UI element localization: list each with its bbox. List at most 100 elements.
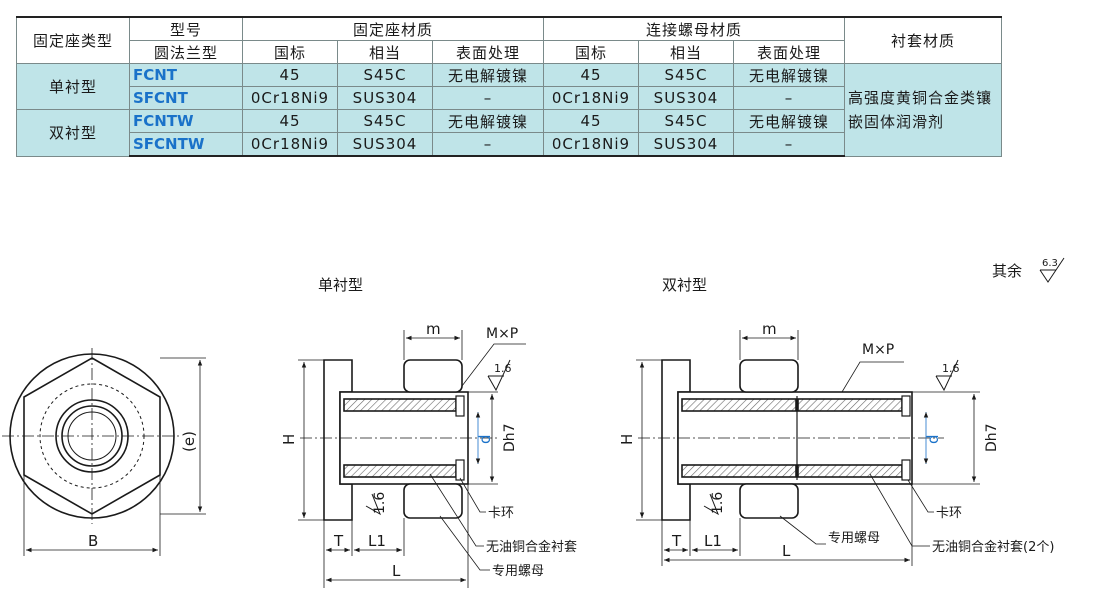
dim-m-label: m bbox=[762, 320, 777, 338]
dim-L-label: L bbox=[782, 542, 791, 560]
dim-Dh7-label: Dh7 bbox=[984, 423, 1000, 452]
roughness-local-value: 1.6 bbox=[372, 492, 388, 514]
dim-MP-label: M×P bbox=[486, 326, 518, 342]
dim-e-label: (e) bbox=[180, 431, 198, 452]
leader-clip bbox=[907, 479, 934, 513]
model-cell: SFCNT bbox=[129, 86, 243, 110]
dim-L1-label: L1 bbox=[704, 532, 722, 550]
dim-d-label: d bbox=[924, 434, 942, 444]
dim-H-label: H bbox=[618, 434, 636, 445]
technical-drawings: 其余 6.3 单衬型 双衬型 B (e) bbox=[2, 257, 1065, 588]
seat-equiv-cell: SUS304 bbox=[337, 86, 433, 110]
model-cell: FCNTW bbox=[129, 109, 243, 133]
single-section-view bbox=[300, 359, 500, 521]
header-sleeve-material: 衬套材质 bbox=[844, 16, 1002, 64]
seat-surface-cell: 无电解镀镍 bbox=[432, 63, 544, 87]
nut-equiv-cell: S45C bbox=[638, 63, 734, 87]
nut-top bbox=[403, 359, 463, 393]
roughness-local-icon bbox=[935, 359, 959, 392]
header-model: 型号 bbox=[129, 16, 243, 41]
nut-surface-cell: – bbox=[733, 132, 845, 157]
sleeve-bottom bbox=[343, 464, 457, 478]
group-single: 单衬型 bbox=[16, 63, 130, 110]
label-clip: 卡环 bbox=[936, 506, 962, 521]
sleeve-top-1 bbox=[681, 398, 797, 412]
single-title: 单衬型 bbox=[318, 276, 363, 294]
dim-L-label: L bbox=[392, 562, 401, 580]
roughness-local-icon bbox=[487, 359, 511, 392]
nut-surface-cell: – bbox=[733, 86, 845, 110]
material-spec-table: 固定座类型 型号 固定座材质 连接螺母材质 衬套材质 圆法兰型 国标 相当 表面… bbox=[16, 16, 1002, 157]
nut-equiv-cell: SUS304 bbox=[638, 86, 734, 110]
subheader-seat-equiv: 相当 bbox=[337, 40, 433, 64]
table-row: 双衬型 FCNTW 45 S45C 无电解镀镍 45 S45C 无电解镀镍 bbox=[16, 109, 1002, 157]
nut-equiv-cell: SUS304 bbox=[638, 132, 734, 157]
leader-sleeve bbox=[429, 473, 484, 547]
leader-sleeve bbox=[869, 473, 930, 547]
roughness-local-value: 1.6 bbox=[710, 492, 726, 514]
dim-MP-label: M×P bbox=[862, 342, 894, 358]
seat-equiv-cell: S45C bbox=[337, 109, 433, 133]
label-nut: 专用螺母 bbox=[828, 531, 880, 546]
roughness-local-icon bbox=[365, 493, 381, 516]
header-seat-type: 固定座类型 bbox=[16, 16, 130, 64]
dim-Dh7-label: Dh7 bbox=[502, 423, 518, 452]
leader-clip bbox=[459, 477, 486, 513]
label-sleeve: 无油铜合金衬套 bbox=[486, 539, 577, 555]
header-nut-material: 连接螺母材质 bbox=[543, 16, 845, 41]
seat-std-cell: 0Cr18Ni9 bbox=[242, 86, 338, 110]
nut-top bbox=[739, 359, 799, 393]
label-sleeve-double: 无油铜合金衬套(2个) bbox=[932, 539, 1054, 555]
seat-equiv-cell: SUS304 bbox=[337, 132, 433, 157]
double-title: 双衬型 bbox=[662, 276, 707, 294]
seat-std-cell: 45 bbox=[242, 63, 338, 87]
sleeve-bottom-1 bbox=[681, 464, 797, 478]
dim-T-label: T bbox=[333, 532, 344, 550]
seat-std-cell: 0Cr18Ni9 bbox=[242, 132, 338, 157]
roughness-local-icon bbox=[703, 493, 719, 516]
sleeve-material-cell: 高强度黄铜合金类镶嵌固体润滑剂 bbox=[844, 63, 1002, 157]
nut-bottom bbox=[739, 483, 799, 519]
table-row: SFCNT 0Cr18Ni9 SUS304 – 0Cr18Ni9 SUS304 … bbox=[17, 86, 1002, 110]
clip-ring-top bbox=[455, 395, 465, 417]
header-model-sub: 圆法兰型 bbox=[129, 40, 243, 64]
group-double: 双衬型 bbox=[16, 109, 130, 157]
double-section-view bbox=[638, 359, 944, 521]
table-row: 单衬型 FCNT 45 S45C 无电解镀镍 45 S45C 无电解镀镍 高强度… bbox=[16, 63, 1002, 157]
subheader-nut-std: 国标 bbox=[543, 40, 639, 64]
subheader-nut-surface: 表面处理 bbox=[733, 40, 845, 64]
leader-MP bbox=[461, 343, 526, 387]
nut-equiv-cell: S45C bbox=[638, 109, 734, 133]
nut-surface-cell: 无电解镀镍 bbox=[733, 63, 845, 87]
front-view bbox=[2, 348, 206, 556]
seat-std-cell: 45 bbox=[242, 109, 338, 133]
dim-d-label: d bbox=[476, 434, 494, 444]
table-header-row: 固定座类型 型号 固定座材质 连接螺母材质 衬套材质 bbox=[16, 16, 1002, 64]
roughness-symbol-icon bbox=[1039, 257, 1065, 283]
roughness-general-value: 6.3 bbox=[1042, 258, 1058, 269]
leader-MP bbox=[841, 361, 904, 393]
dim-T-label: T bbox=[671, 532, 682, 550]
dim-m-label: m bbox=[426, 320, 441, 338]
seat-surface-cell: – bbox=[432, 86, 544, 110]
label-nut: 专用螺母 bbox=[492, 564, 544, 579]
nut-std-cell: 45 bbox=[543, 109, 639, 133]
subheader-seat-std: 国标 bbox=[242, 40, 338, 64]
clip-ring-top bbox=[901, 395, 911, 417]
double-dimensions bbox=[636, 330, 980, 566]
leader-nut bbox=[439, 515, 490, 571]
clip-ring-bottom bbox=[901, 459, 911, 481]
subheader-seat-surface: 表面处理 bbox=[432, 40, 544, 64]
dim-B-label: B bbox=[88, 532, 98, 550]
seat-equiv-cell: S45C bbox=[337, 63, 433, 87]
nut-std-cell: 45 bbox=[543, 63, 639, 87]
roughness-local-value: 1.6 bbox=[942, 362, 960, 375]
single-dimensions bbox=[298, 330, 526, 588]
roughness-note: 其余 bbox=[992, 262, 1022, 280]
seat-surface-cell: 无电解镀镍 bbox=[432, 109, 544, 133]
label-clip: 卡环 bbox=[488, 506, 514, 521]
model-cell: FCNT bbox=[129, 63, 243, 87]
nut-bottom bbox=[403, 483, 463, 519]
seat-surface-cell: – bbox=[432, 132, 544, 157]
dim-H-label: H bbox=[280, 434, 298, 445]
